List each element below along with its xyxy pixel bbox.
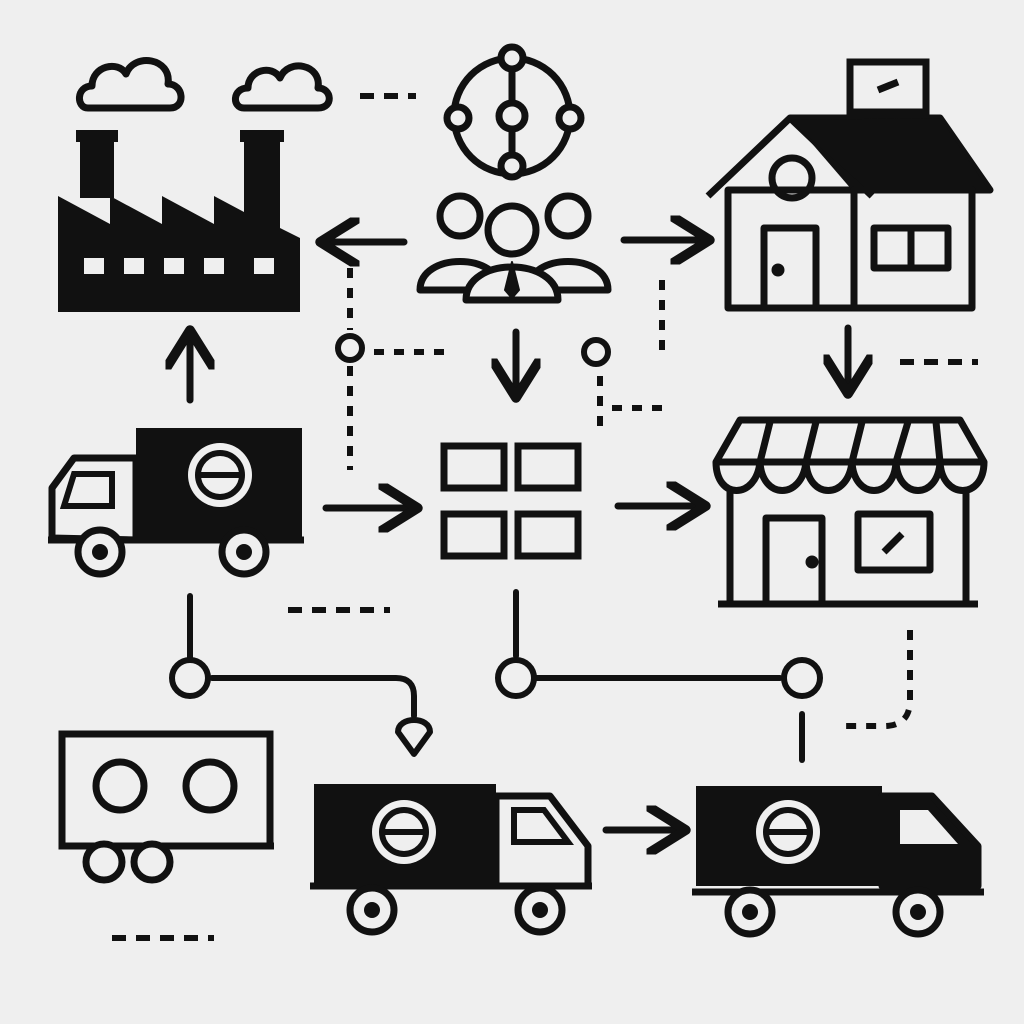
- connector-node-icon: [335, 333, 365, 363]
- flag-icon: [846, 58, 930, 116]
- storefront-icon: [712, 416, 988, 608]
- connector-node-icon: [781, 657, 823, 699]
- factory-icon: [58, 130, 300, 312]
- delivery-truck-icon: [692, 786, 984, 938]
- trailer-icon: [58, 730, 274, 884]
- delivery-truck-icon: [310, 784, 592, 936]
- delivery-truck-icon: [48, 428, 304, 578]
- network-hub-icon: [443, 43, 585, 181]
- warehouse-grid-icon: [440, 442, 582, 560]
- cloud-icon: [76, 57, 185, 112]
- connector-line: [209, 675, 417, 719]
- connector-node-icon: [581, 337, 611, 367]
- connector-node-icon: [169, 657, 211, 699]
- dotted-connector: [846, 630, 913, 729]
- cloud-icon: [232, 62, 333, 112]
- house-icon: [705, 114, 994, 312]
- connector-node-icon: [495, 657, 537, 699]
- people-group-icon: [416, 192, 612, 304]
- location-pin-icon: [395, 717, 433, 757]
